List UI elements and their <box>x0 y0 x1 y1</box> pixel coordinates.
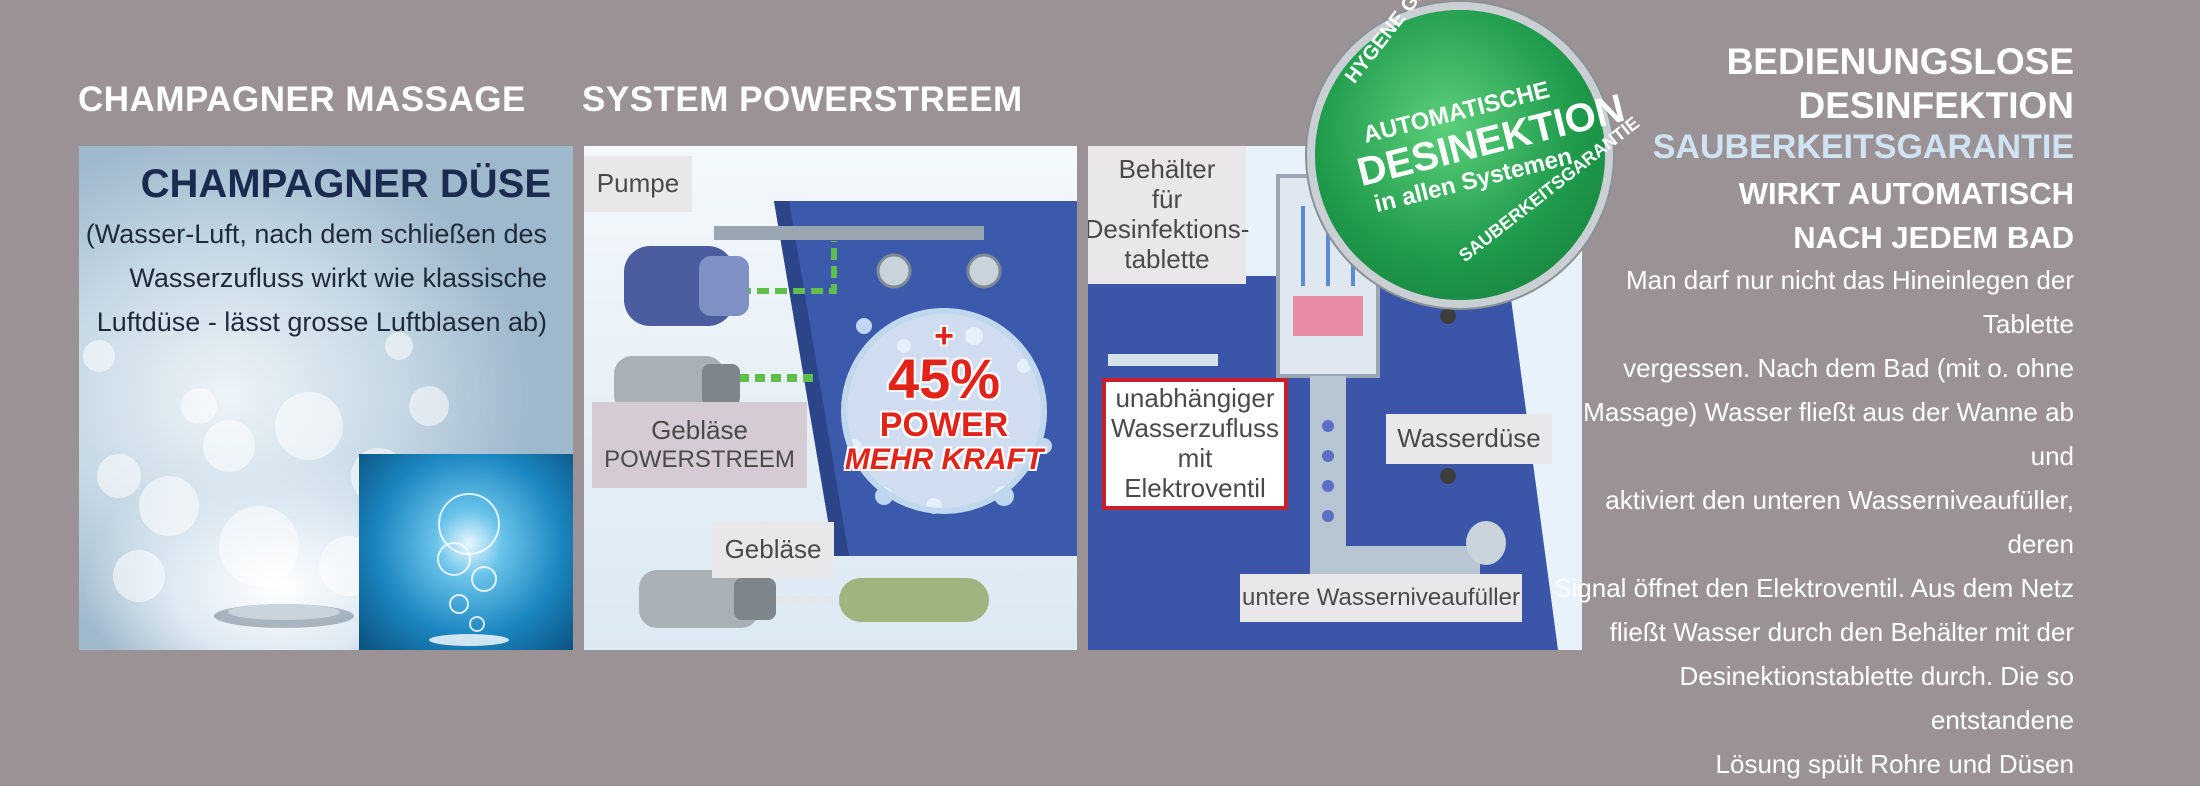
powerstreem-diagram <box>614 201 1077 628</box>
label-geblaese-powerstreem: Gebläse POWERSTREEM <box>592 402 807 488</box>
panel-system-powerstreem: Pumpe Gebläse POWERSTREEM Gebläse + 45% … <box>584 146 1077 650</box>
right-tagline: WIRKT AUTOMATISCH NACH JEDEM BAD <box>1739 172 2074 260</box>
badge-percent: 45% <box>887 347 1001 410</box>
body-line: Signal öffnet den Elektroventil. Aus dem… <box>1554 573 2074 603</box>
badge-kraft: MEHR KRAFT <box>844 443 1044 476</box>
body-line: Massage) Wasser fließt aus der Wanne ab … <box>1583 397 2074 471</box>
label-pumpe: Pumpe <box>584 156 692 212</box>
champagner-desc-line1: (Wasser-Luft, nach dem schließen des <box>85 219 547 249</box>
right-title: BEDIENUNGSLOSE DESINFEKTION <box>1727 40 2074 128</box>
zufluss-line3: mit <box>1177 443 1213 473</box>
behaelter-line1: Behälter <box>1118 154 1216 185</box>
champagner-title: CHAMPAGNER DÜSE <box>140 162 551 206</box>
right-title-line2: DESINFEKTION <box>1798 85 2074 126</box>
right-subtitle: SAUBERKEITSGARANTIE <box>1652 128 2074 166</box>
zufluss-line1: unabhängiger <box>1115 383 1275 414</box>
power-badge: + 45% POWER MEHR KRAFT <box>834 317 1054 477</box>
label-behaelter: Behälter für Desinfektions- tablette <box>1088 146 1250 284</box>
right-body-text: Man darf nur nicht das Hineinlegen der T… <box>1534 258 2074 786</box>
body-line: Man darf nur nicht das Hineinlegen der T… <box>1625 265 2074 339</box>
badge-plus: + <box>934 317 954 355</box>
behaelter-line4: tablette <box>1124 243 1210 274</box>
right-tagline-line2: NACH JEDEM BAD <box>1793 220 2074 255</box>
hygiene-guarantee-seal: HYGENE GARANTIE SAUBERKEITSGARANTIE AUTO… <box>1315 0 1643 300</box>
geblaese-powerstreem-line2: POWERSTREEM <box>604 446 795 474</box>
seal-arc-top: HYGENE GARANTIE <box>1341 0 1479 88</box>
right-title-line1: BEDIENUNGSLOSE <box>1726 41 2074 82</box>
zufluss-line4: Elektroventil <box>1124 472 1266 503</box>
behaelter-line2: für <box>1151 184 1183 215</box>
right-tagline-line1: WIRKT AUTOMATISCH <box>1738 176 2074 211</box>
body-line: vergessen. Nach dem Bad (mit o. ohne <box>1623 353 2074 383</box>
heading-champagner-massage: CHAMPAGNER MASSAGE <box>78 80 526 119</box>
body-line: Lösung spült Rohre und Düsen <box>1715 749 2074 779</box>
label-geblaese: Gebläse <box>712 522 834 578</box>
body-line: aktiviert den unteren Wasserniveaufüller… <box>1605 485 2074 559</box>
champagner-description: (Wasser-Luft, nach dem schließen des Was… <box>86 212 547 344</box>
champagner-desc-line3: Luftdüse - lässt grosse Luftblasen ab) <box>96 307 547 337</box>
body-line: fließt Wasser durch den Behälter mit der <box>1609 617 2074 647</box>
champagner-inset-photo <box>359 454 573 650</box>
body-line: Desinektionstablette durch. Die so entst… <box>1679 661 2074 735</box>
panel-desinfektion-system: Behälter für Desinfektions- tablette una… <box>1088 146 1582 650</box>
heading-system-powerstreem: SYSTEM POWERSTREEM <box>582 80 1023 119</box>
behaelter-line3: Desinfektions- <box>1088 214 1250 244</box>
label-niveaufueller: untere Wasserniveaufüller <box>1240 574 1522 622</box>
label-wasserduese: Wasserdüse <box>1386 414 1552 464</box>
zufluss-line2: Wasserzufluss <box>1110 413 1280 444</box>
panel-champagner-duese: CHAMPAGNER DÜSE (Wasser-Luft, nach dem s… <box>79 146 573 650</box>
champagner-desc-line2: Wasserzufluss wirkt wie klassische <box>129 263 547 293</box>
geblaese-powerstreem-line1: Gebläse <box>651 415 748 446</box>
badge-power: POWER <box>879 406 1009 444</box>
label-wasserzufluss: unabhängiger Wasserzufluss mit Elektrove… <box>1102 378 1288 510</box>
